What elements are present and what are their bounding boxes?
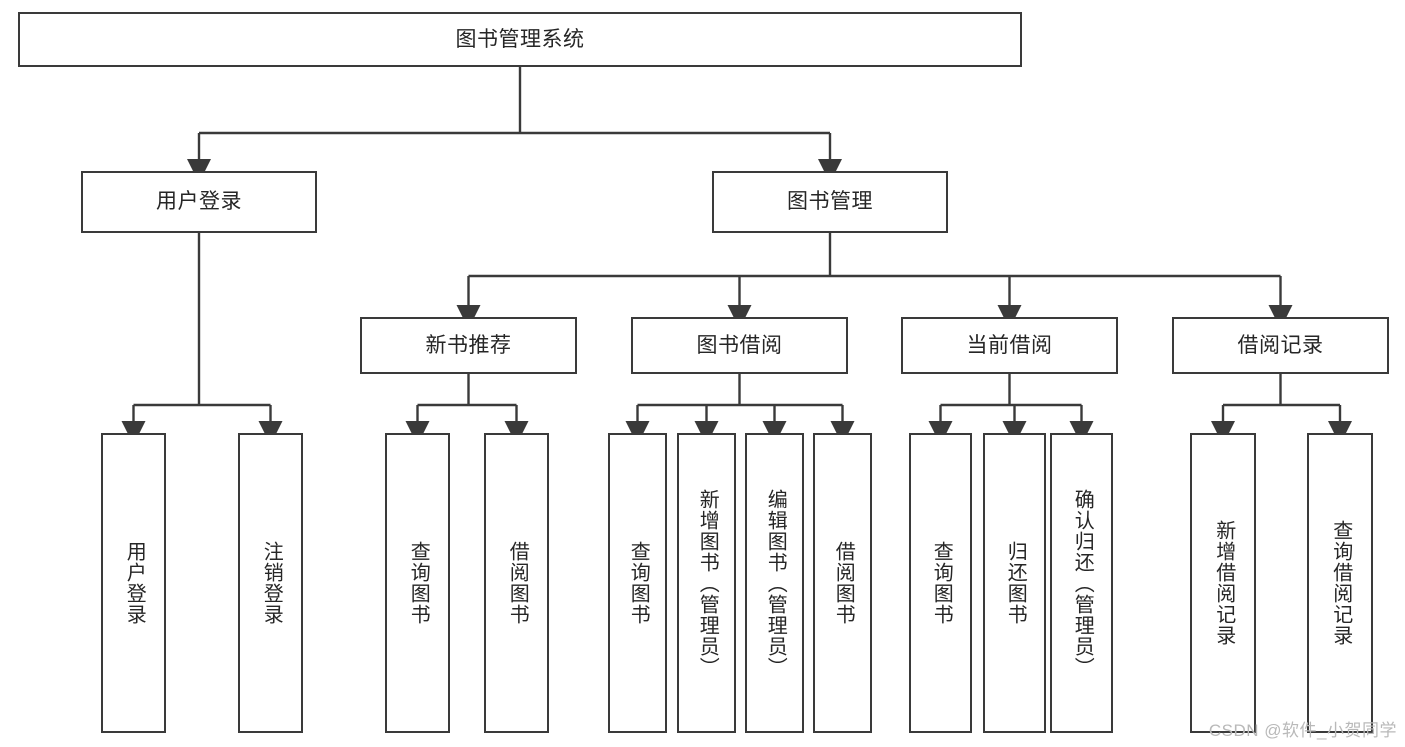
level3-node-2[interactable]: 当前借阅	[901, 317, 1118, 374]
node-label: 当前借阅	[966, 333, 1053, 357]
leaf-node-8[interactable]: 查询图书	[909, 433, 972, 733]
leaf-node-11[interactable]: 新增借阅记录	[1190, 433, 1256, 733]
leaf-node-6[interactable]: 编辑图书（管理员）	[745, 433, 804, 733]
node-label: 借阅记录	[1237, 333, 1324, 357]
node-label: 新增借阅记录	[1212, 520, 1235, 646]
leaf-node-10[interactable]: 确认归还（管理员）	[1050, 433, 1113, 733]
node-label: 用户登录	[156, 190, 242, 214]
csdn-watermark: CSDN @软件_小贺同学	[1208, 721, 1397, 740]
leaf-node-5[interactable]: 新增图书（管理员）	[677, 433, 736, 733]
node-label: 查询图书	[407, 541, 430, 625]
leaf-node-2[interactable]: 查询图书	[385, 433, 450, 733]
node-label: 注销登录	[260, 541, 283, 625]
leaf-node-9[interactable]: 归还图书	[983, 433, 1046, 733]
node-label: 查询图书	[930, 541, 953, 625]
node-label: 查询借阅记录	[1329, 520, 1352, 646]
node-label: 确认归还（管理员）	[1071, 488, 1094, 678]
leaf-node-4[interactable]: 查询图书	[608, 433, 667, 733]
leaf-node-0[interactable]: 用户登录	[101, 433, 166, 733]
level2-node-0[interactable]: 用户登录	[81, 171, 317, 233]
node-label: 图书管理系统	[455, 27, 585, 51]
leaf-node-1[interactable]: 注销登录	[238, 433, 303, 733]
node-label: 新增图书（管理员）	[696, 488, 719, 678]
node-label: 借阅图书	[832, 541, 855, 625]
node-label: 编辑图书（管理员）	[764, 488, 787, 678]
leaf-node-7[interactable]: 借阅图书	[813, 433, 872, 733]
level3-node-1[interactable]: 图书借阅	[631, 317, 848, 374]
node-label: 用户登录	[123, 541, 146, 625]
node-label: 图书管理	[787, 190, 873, 214]
node-label: 借阅图书	[506, 541, 529, 625]
level3-node-0[interactable]: 新书推荐	[360, 317, 577, 374]
node-label: 查询图书	[627, 541, 650, 625]
node-label: 归还图书	[1004, 541, 1027, 625]
level2-node-1[interactable]: 图书管理	[712, 171, 948, 233]
node-label: 新书推荐	[425, 333, 512, 357]
root-node-0[interactable]: 图书管理系统	[18, 12, 1022, 67]
level3-node-3[interactable]: 借阅记录	[1172, 317, 1389, 374]
leaf-node-12[interactable]: 查询借阅记录	[1307, 433, 1373, 733]
leaf-node-3[interactable]: 借阅图书	[484, 433, 549, 733]
node-label: 图书借阅	[696, 333, 783, 357]
